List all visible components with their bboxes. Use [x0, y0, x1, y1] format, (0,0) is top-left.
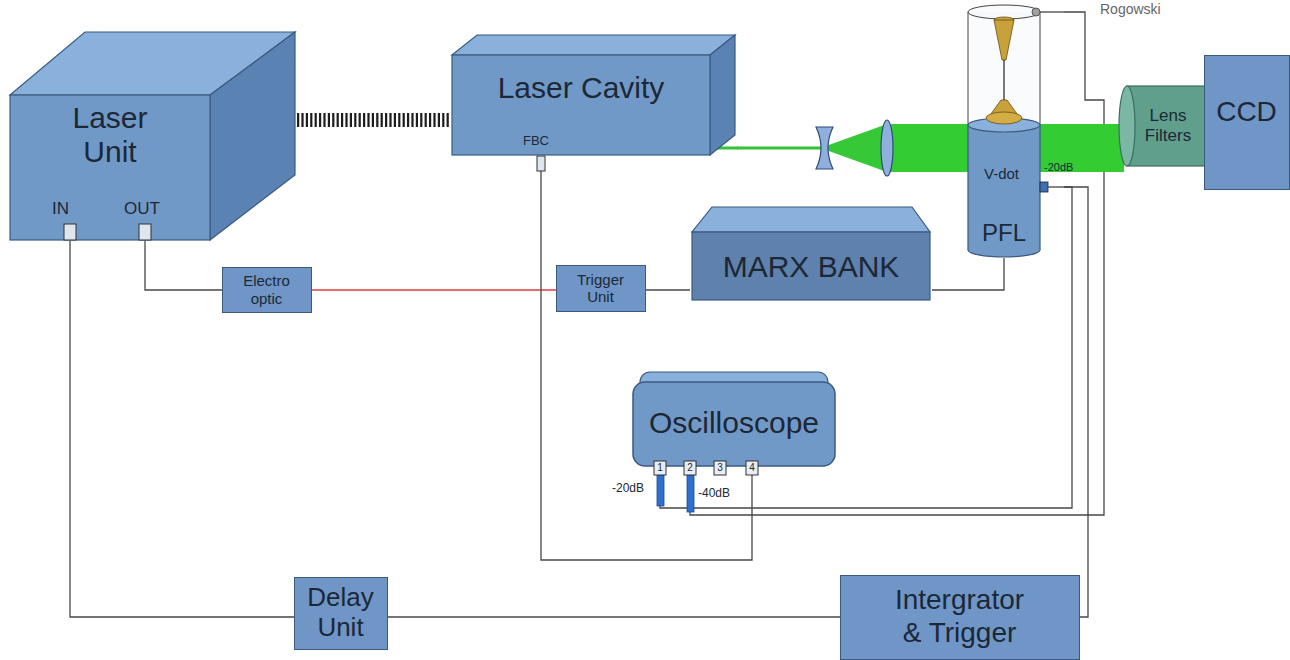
node-text: Trigger Unit — [568, 271, 634, 306]
channel-number: 3 — [714, 462, 726, 474]
signal-wire — [646, 289, 690, 290]
channel-number: 1 — [654, 462, 666, 474]
laser-cavity-box: Laser Cavity — [450, 33, 737, 157]
node-text: Laser Unit — [54, 101, 166, 170]
oscilloscope-box: Oscilloscope — [630, 370, 838, 475]
integrator-trigger-box: Intergrator & Trigger — [840, 575, 1080, 660]
node-text: Oscilloscope — [634, 406, 834, 441]
node-text: MARX BANK — [693, 250, 929, 285]
signal-wire — [932, 258, 1004, 290]
pfl-chamber: PFL — [964, 2, 1064, 258]
channel-number: 4 — [746, 462, 758, 474]
port-label: FBC — [523, 134, 549, 149]
attenuation-label: -20dB — [1044, 161, 1073, 174]
signal-wire — [388, 616, 840, 617]
probe-label: V-dot — [984, 165, 1019, 182]
signal-wire — [1064, 187, 1088, 617]
node-text: Laser Cavity — [456, 71, 706, 106]
attenuator — [657, 475, 664, 506]
node-text: Intergrator & Trigger — [885, 584, 1035, 648]
beam-cone — [826, 124, 887, 172]
optical-fiber — [312, 289, 556, 290]
coiled-cable — [297, 113, 450, 127]
node-text: Lens Filters — [1134, 106, 1202, 145]
attenuation-label: -20dB — [612, 482, 644, 496]
fbc-port — [537, 156, 545, 171]
trigger-unit-box: Trigger Unit — [556, 265, 646, 312]
delay-unit-box: Delay Unit — [294, 577, 388, 650]
convex-lens — [881, 120, 893, 176]
signal-wire — [145, 241, 222, 290]
marx-bank-box: MARX BANK — [690, 205, 932, 302]
node-text: Delay Unit — [299, 583, 383, 643]
node-text: Electro optic — [234, 272, 300, 307]
attenuation-label: -40dB — [698, 487, 730, 501]
node-text: PFL — [969, 219, 1039, 247]
port-label: IN — [52, 199, 69, 219]
lens-filter-cylinder: Lens Filters — [1118, 86, 1208, 166]
electro-optic-box: Electro optic — [222, 267, 312, 313]
concave-lens — [816, 127, 833, 169]
channel-number: 2 — [684, 462, 696, 474]
port-label: OUT — [124, 199, 160, 219]
node-text: CCD — [1210, 96, 1284, 128]
attenuator — [687, 475, 694, 512]
ccd-camera-box: CCD — [1204, 55, 1290, 190]
sensor-label: Rogowski — [1100, 1, 1161, 17]
